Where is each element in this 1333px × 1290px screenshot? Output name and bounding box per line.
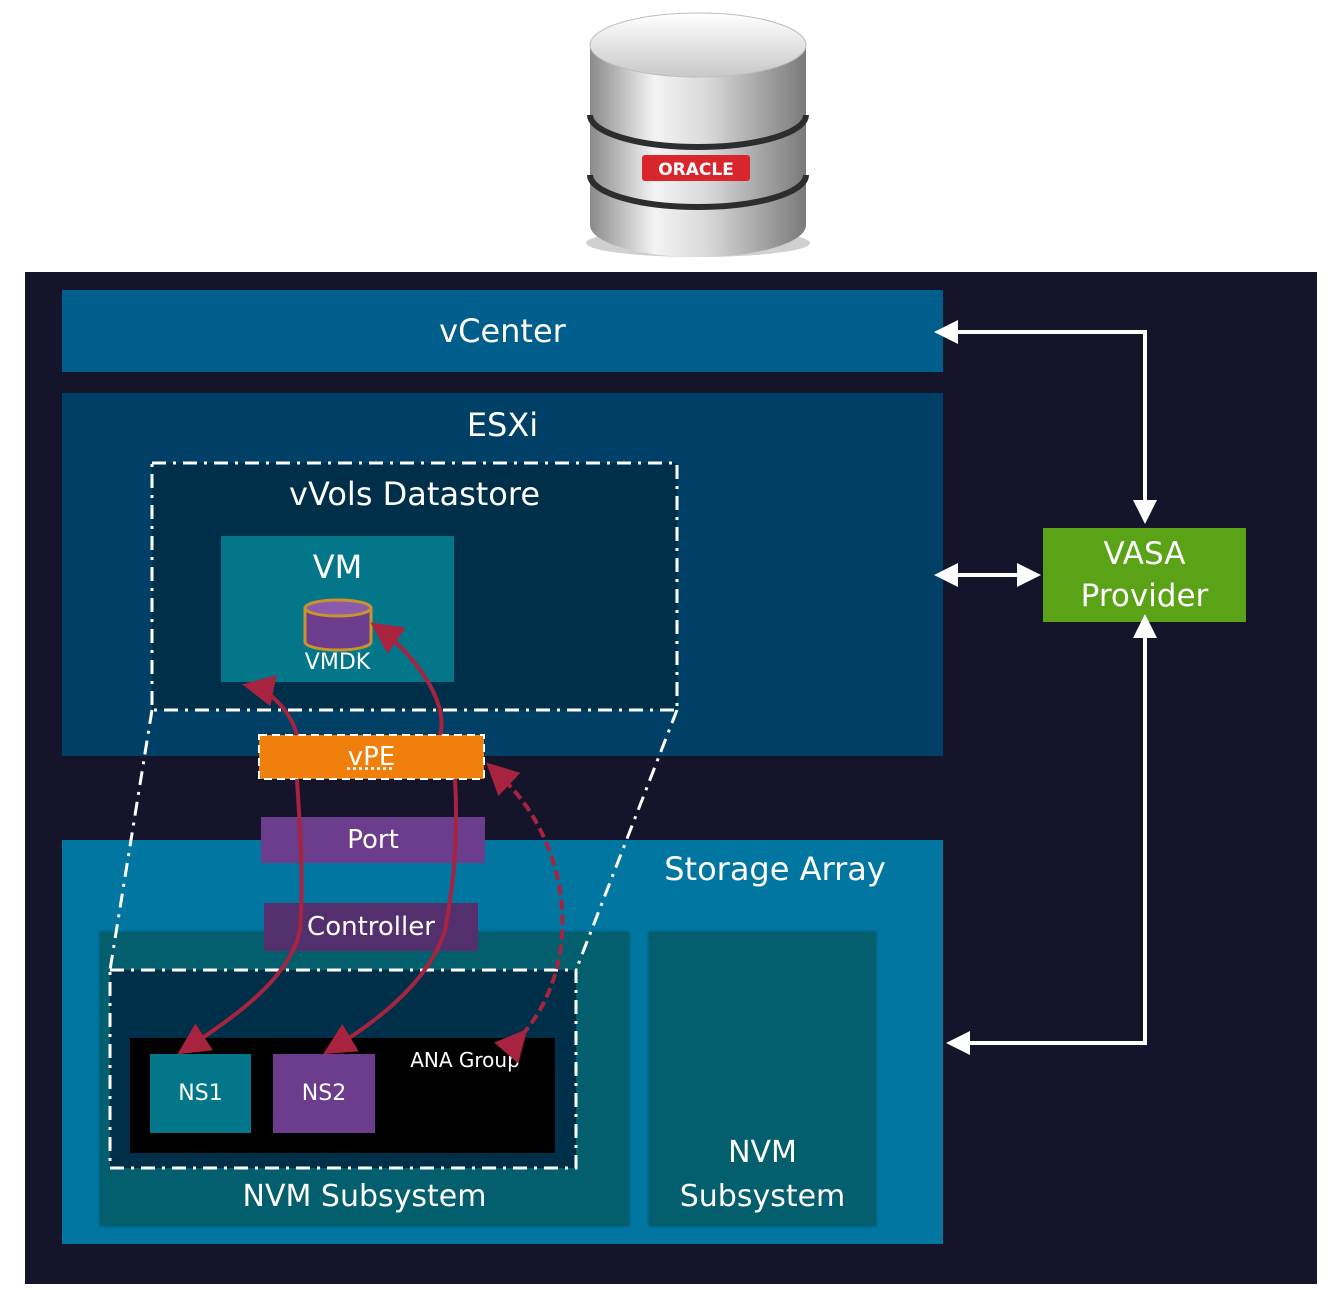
- ns1-box: NS1: [150, 1054, 251, 1133]
- path-arrow-vpe-to-vmdk: [370, 622, 444, 736]
- vasa-provider-box: VASA Provider: [1043, 528, 1246, 622]
- path-arrow-to-ns2: [323, 778, 459, 1055]
- nvm-subsystem-label-1: NVM Subsystem: [242, 1179, 487, 1214]
- projection-line-right: [574, 709, 679, 971]
- vmdk-label: VMDK: [304, 650, 371, 675]
- storage-array-label: Storage Array: [664, 850, 886, 888]
- vpe-dashed-outline: [258, 734, 485, 780]
- nvm-subsystem-box-2: [649, 932, 876, 1226]
- ns2-box: NS2: [273, 1054, 375, 1133]
- projection-line-left: [108, 709, 154, 971]
- path-arrow-vpe-to-vm: [242, 675, 299, 736]
- database-cylinder-icon: ORACLE: [586, 12, 810, 257]
- esxi-label: ESXi: [466, 406, 539, 444]
- nvm-subsystem-label-2: NVM Subsystem: [679, 1135, 846, 1214]
- oracle-logo-text: ORACLE: [658, 160, 734, 180]
- vvols-datastore-dashed-outline: [150, 461, 679, 712]
- vvols-datastore-label: vVols Datastore: [289, 475, 540, 513]
- vcenter-label: vCenter: [439, 312, 566, 350]
- vpe-label: vPE: [347, 742, 396, 772]
- vpe-box: vPE: [259, 735, 484, 779]
- vcenter-box: vCenter: [62, 290, 943, 372]
- ana-group-dashed-arrow: [486, 762, 565, 1064]
- connector-vcenter-vasa: [934, 320, 1157, 524]
- storage-container-dashed-outline: [108, 968, 578, 1170]
- vm-label: VM: [312, 548, 363, 586]
- vmdk-disk-icon: [303, 598, 373, 652]
- path-arrow-to-ns1: [177, 778, 304, 1055]
- connector-vasa-storage: [946, 614, 1157, 1055]
- oracle-logo: [642, 155, 750, 181]
